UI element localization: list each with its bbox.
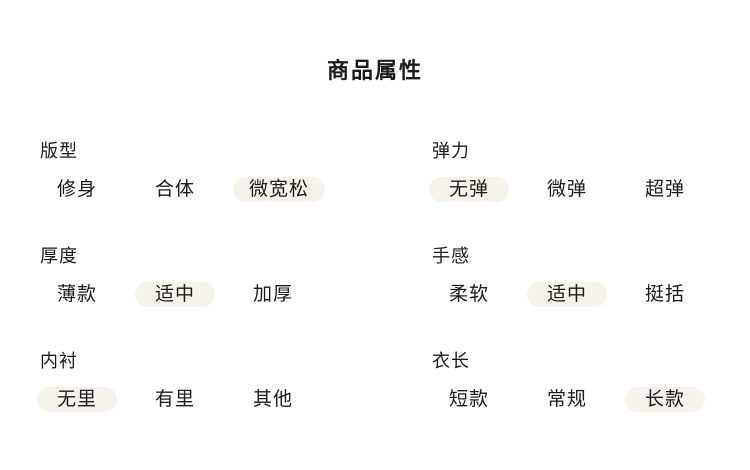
attribute-option[interactable]: 常规: [546, 389, 587, 410]
attribute-group-label: 手感: [432, 246, 470, 266]
attribute-options-row: 柔软 适中 挺括: [429, 282, 750, 307]
attribute-option[interactable]: 长款: [625, 387, 705, 412]
attribute-option[interactable]: 适中: [527, 282, 607, 307]
attribute-options-row: 无弹 微弹 超弹: [429, 177, 750, 202]
attribute-group-label: 内衬: [40, 351, 78, 371]
attribute-option[interactable]: 挺括: [644, 284, 685, 305]
attribute-option[interactable]: 无弹: [429, 177, 509, 202]
attribute-group-label: 版型: [40, 141, 78, 161]
attribute-group-label: 弹力: [432, 141, 470, 161]
attribute-option[interactable]: 合体: [154, 179, 195, 200]
attribute-option[interactable]: 适中: [135, 282, 215, 307]
attribute-option[interactable]: 微弹: [546, 179, 587, 200]
attribute-option[interactable]: 薄款: [56, 284, 97, 305]
attributes-column-right: 弹力 无弹 微弹 超弹 手感 柔软 适中 挺括 衣长 短款: [392, 141, 750, 456]
attribute-option[interactable]: 柔软: [448, 284, 489, 305]
attribute-options-row: 薄款 适中 加厚: [37, 282, 392, 307]
attribute-option[interactable]: 短款: [448, 389, 489, 410]
attribute-group-length: 衣长 短款 常规 长款: [392, 351, 750, 412]
attribute-option[interactable]: 超弹: [644, 179, 685, 200]
attribute-options-row: 无里 有里 其他: [37, 387, 392, 412]
attribute-option[interactable]: 有里: [154, 389, 195, 410]
attribute-columns: 版型 修身 合体 微宽松 厚度 薄款 适中 加厚 内衬 无里: [0, 141, 750, 456]
attribute-group-thickness: 厚度 薄款 适中 加厚: [0, 246, 392, 307]
attribute-group-label: 衣长: [432, 351, 470, 371]
attributes-column-left: 版型 修身 合体 微宽松 厚度 薄款 适中 加厚 内衬 无里: [0, 141, 392, 456]
attribute-option[interactable]: 无里: [37, 387, 117, 412]
attribute-option[interactable]: 加厚: [252, 284, 293, 305]
attribute-group-fit: 版型 修身 合体 微宽松: [0, 141, 392, 202]
attribute-option[interactable]: 修身: [56, 179, 97, 200]
product-attributes-panel: 商品属性 版型 修身 合体 微宽松 厚度 薄款 适中 加厚 内衬: [0, 58, 750, 456]
attribute-option[interactable]: 其他: [252, 389, 293, 410]
attribute-group-feel: 手感 柔软 适中 挺括: [392, 246, 750, 307]
attribute-group-label: 厚度: [40, 246, 78, 266]
attribute-group-lining: 内衬 无里 有里 其他: [0, 351, 392, 412]
attribute-options-row: 修身 合体 微宽松: [37, 177, 392, 202]
attribute-option[interactable]: 微宽松: [233, 177, 326, 202]
page-title: 商品属性: [326, 58, 423, 83]
attribute-group-elasticity: 弹力 无弹 微弹 超弹: [392, 141, 750, 202]
attribute-options-row: 短款 常规 长款: [429, 387, 750, 412]
